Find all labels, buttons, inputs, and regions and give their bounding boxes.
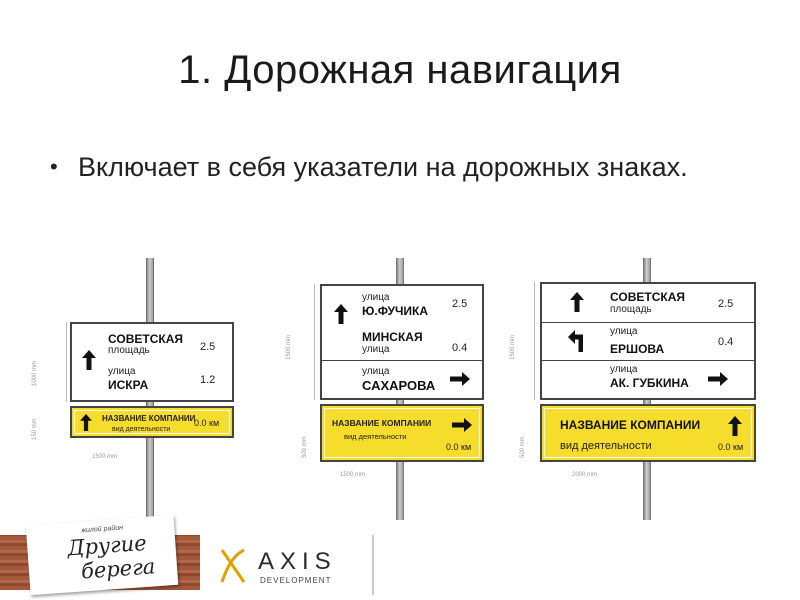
street-type: площадь: [610, 304, 652, 315]
company-panel: НАЗВАНИЕ КОМПАНИИ вид деятельности 0.0 к…: [320, 404, 484, 462]
dimension-line: [534, 282, 535, 400]
distance: 2.5: [200, 341, 216, 353]
street-type: улица: [108, 366, 136, 377]
street-name: ИСКРА: [108, 378, 149, 392]
company-activity: вид деятельности: [112, 426, 171, 433]
street-name: МИНСКАЯ: [362, 330, 423, 344]
street-name: ЕРШОВА: [610, 342, 665, 356]
dimension-height-bottom: 150 mm: [32, 418, 38, 440]
distance: 1.2: [200, 374, 216, 386]
dimension-height-top: 1500 mm: [510, 334, 516, 360]
dimension-line: [314, 284, 315, 400]
arrow-up-icon: [80, 414, 92, 431]
distance: 0.4: [452, 342, 468, 354]
row-divider: [322, 360, 482, 361]
bullet-text: Включает в себя указатели на дорожных зн…: [78, 152, 688, 182]
street-type: улица: [362, 366, 390, 377]
street-name: Ю.ФУЧИКА: [362, 304, 429, 318]
axis-wordmark: AXIS: [258, 548, 337, 575]
dimension-line: [66, 322, 67, 402]
company-activity: вид деятельности: [560, 440, 652, 452]
street-name: СОВЕТСКАЯ: [108, 332, 183, 346]
company-panel: НАЗВАНИЕ КОМПАНИИ вид деятельности 0.0 к…: [70, 406, 234, 438]
company-name: НАЗВАНИЕ КОМПАНИИ: [102, 414, 196, 423]
dimension-height-top: 1500 mm: [286, 334, 292, 360]
street-type: улица: [610, 326, 638, 337]
arrow-right-icon: [450, 372, 470, 386]
street-type: улица: [362, 292, 390, 303]
axis-subtitle: DEVELOPMENT: [260, 576, 332, 585]
sign-white-board: СОВЕТСКАЯ площадь 2.5 улица ЕРШОВА 0.4 у…: [540, 282, 756, 400]
distance: 0.4: [718, 336, 734, 348]
street-type: улица: [610, 364, 638, 375]
company-distance: 0.0 км: [194, 418, 220, 428]
dimension-width: 2000 mm: [572, 472, 598, 478]
company-name: НАЗВАНИЕ КОМПАНИИ: [560, 418, 701, 432]
street-name: АК. ГУБКИНА: [610, 376, 689, 390]
distance: 2.5: [718, 298, 734, 310]
arrow-up-icon: [82, 350, 96, 370]
arrow-right-icon: [708, 372, 728, 386]
arrow-up-icon: [334, 304, 348, 324]
dimension-width: 1500 mm: [340, 472, 366, 478]
sign-white-board: СОВЕТСКАЯ площадь 2.5 улица ИСКРА 1.2: [70, 322, 234, 402]
company-activity: вид деятельности: [344, 432, 407, 441]
slide-title: 1. Дорожная навигация: [178, 48, 622, 92]
street-name: САХАРОВА: [362, 378, 436, 393]
street-name: СОВЕТСКАЯ: [610, 290, 685, 304]
company-distance: 0.0 км: [718, 442, 744, 452]
dimension-height-bottom: 500 mm: [520, 436, 526, 458]
row-divider: [542, 322, 754, 323]
dimension-height-top: 1000 mm: [32, 360, 38, 386]
arrow-up-icon: [728, 416, 742, 436]
arrow-up-icon: [570, 292, 584, 312]
dimension-width: 1500 mm: [92, 454, 118, 460]
street-type: улица: [362, 344, 390, 355]
footer-divider: [372, 535, 374, 595]
bullet-dot: •: [50, 154, 58, 179]
sign-white-board: улица Ю.ФУЧИКА 2.5 МИНСКАЯ улица 0.4 ули…: [320, 284, 484, 400]
drugie-berega-logo: жилой район Другие берега: [25, 514, 179, 596]
street-type: площадь: [108, 345, 150, 356]
company-name: НАЗВАНИЕ КОМПАНИИ: [332, 418, 432, 428]
arrow-right-icon: [452, 418, 472, 432]
dimension-height-bottom: 500 mm: [302, 436, 308, 458]
distance: 2.5: [452, 298, 468, 310]
axis-logo-icon: [220, 548, 246, 583]
arrow-turn-left-icon: [568, 330, 583, 352]
company-panel: НАЗВАНИЕ КОМПАНИИ вид деятельности 0.0 к…: [540, 404, 756, 462]
row-divider: [542, 360, 754, 361]
company-distance: 0.0 км: [446, 442, 472, 452]
logo-line-2: берега: [80, 554, 157, 584]
